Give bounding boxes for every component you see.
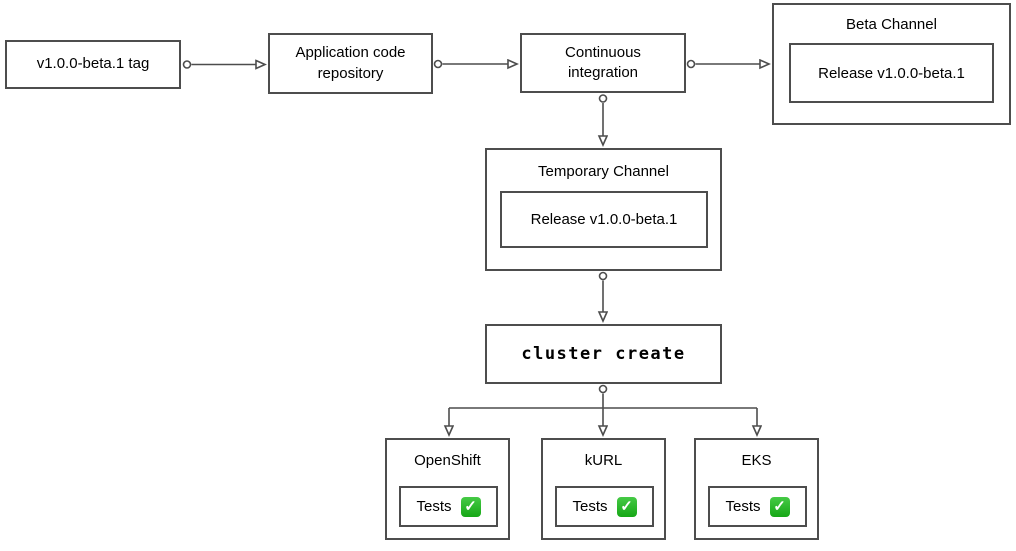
node-beta-channel: Beta Channel Release v1.0.0-beta.1 [772,3,1011,125]
cluster-eks-tests: Tests ✓ [708,486,807,527]
connector-ci-to-beta-channel [686,61,770,68]
temporary-channel-release: Release v1.0.0-beta.1 [500,191,708,248]
connector-repo-to-ci [433,61,518,68]
cluster-kurl-title: kURL [584,452,623,469]
node-cluster-create-label: cluster create [521,343,686,364]
cluster-eks-title: EKS [741,452,772,469]
node-cluster-openshift: OpenShift Tests ✓ [385,438,510,540]
connector-temporary-channel-to-cluster-create [600,271,607,322]
node-continuous-integration-label: Continuous integration [565,43,641,81]
node-application-code-repository-label: Application code repository [295,44,406,82]
beta-channel-release-label: Release v1.0.0-beta.1 [818,64,965,82]
tests-label: Tests [725,498,761,515]
cluster-openshift-title: OpenShift [414,452,481,469]
check-mark-icon: ✓ [460,496,481,517]
beta-channel-release: Release v1.0.0-beta.1 [789,43,994,103]
check-mark-icon: ✓ [769,496,790,517]
tests-label: Tests [572,498,608,515]
connector-cluster-create-to-clusters [449,384,757,436]
tests-label: Tests [416,498,452,515]
node-cluster-eks: EKS Tests ✓ [694,438,819,540]
check-mark-icon: ✓ [616,496,637,517]
temporary-channel-release-label: Release v1.0.0-beta.1 [530,211,678,228]
temporary-channel-title: Temporary Channel [538,163,669,180]
beta-channel-title: Beta Channel [846,16,937,33]
node-version-tag-label: v1.0.0-beta.1 tag [36,55,150,73]
cluster-openshift-tests: Tests ✓ [399,486,498,527]
node-cluster-create: cluster create [485,324,722,384]
node-application-code-repository: Application code repository [268,33,433,94]
connector-tag-to-repo [182,61,266,68]
node-version-tag: v1.0.0-beta.1 tag [5,40,181,89]
node-cluster-kurl: kURL Tests ✓ [541,438,666,540]
cluster-kurl-tests: Tests ✓ [555,486,654,527]
node-temporary-channel: Temporary Channel Release v1.0.0-beta.1 [485,148,722,271]
connector-ci-to-temporary-channel [600,94,607,145]
node-continuous-integration: Continuous integration [520,33,686,93]
